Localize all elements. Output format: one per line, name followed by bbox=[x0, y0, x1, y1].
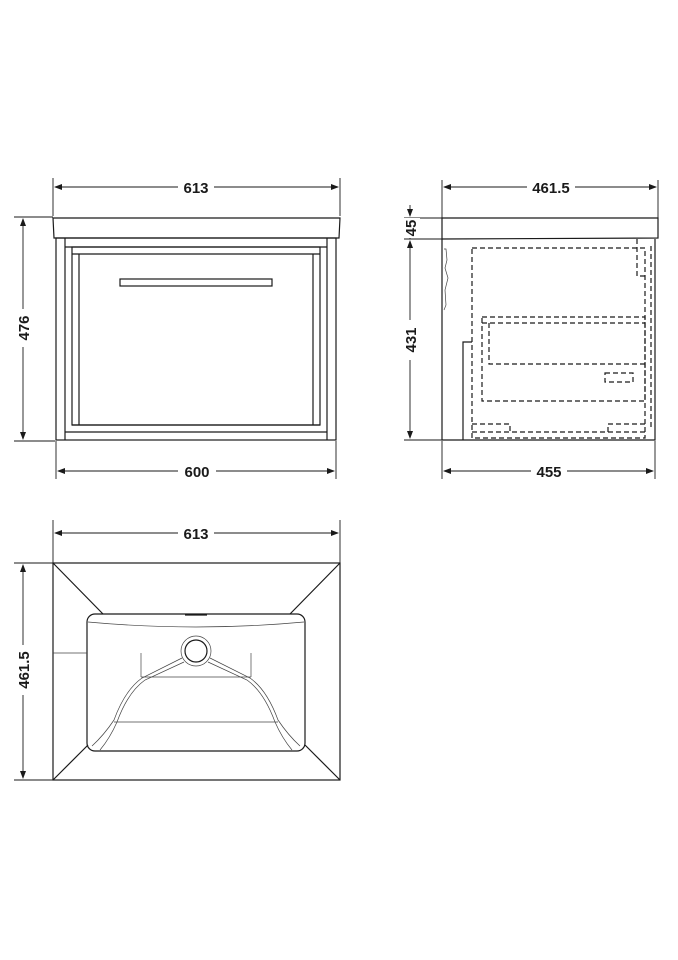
side-top-width-dimension: 461.5 bbox=[441, 177, 659, 218]
front-top-width-label: 613 bbox=[183, 180, 208, 197]
side-basin-profile bbox=[441, 217, 659, 240]
side-basin-height-dimension: 45 bbox=[402, 205, 442, 240]
side-top-width-label: 461.5 bbox=[532, 180, 570, 197]
plan-depth-label: 461.5 bbox=[16, 651, 33, 689]
plan-bowl bbox=[86, 613, 306, 752]
front-height-dimension: 476 bbox=[13, 216, 55, 442]
front-bottom-width-label: 600 bbox=[184, 464, 209, 481]
side-view: 461.5 45 431 bbox=[402, 177, 659, 481]
plan-basin-outline bbox=[52, 562, 341, 781]
drawer-handle bbox=[119, 278, 273, 287]
front-height-label: 476 bbox=[16, 315, 33, 340]
side-bottom-width-label: 455 bbox=[536, 464, 561, 481]
plan-width-dimension: 613 bbox=[52, 520, 341, 563]
side-hidden-drawer-box bbox=[471, 247, 646, 439]
side-bottom-width-dimension: 455 bbox=[441, 441, 656, 481]
front-top-width-dimension: 613 bbox=[52, 177, 341, 216]
side-cabinet-height-dimension: 431 bbox=[402, 240, 442, 441]
side-cabinet-body bbox=[441, 239, 656, 441]
tap-hole-outer bbox=[180, 635, 212, 667]
side-basin-height-label: 45 bbox=[403, 220, 420, 237]
plan-view: 613 461.5 bbox=[13, 520, 341, 781]
side-cabinet-height-label: 431 bbox=[403, 327, 420, 352]
front-drawer-panel bbox=[71, 246, 321, 426]
plan-width-label: 613 bbox=[183, 526, 208, 543]
front-bottom-width-dimension: 600 bbox=[55, 441, 337, 481]
front-basin-top bbox=[52, 217, 341, 239]
plan-depth-dimension: 461.5 bbox=[13, 562, 53, 781]
wall-bracket bbox=[443, 248, 449, 311]
side-hidden-handle bbox=[604, 372, 634, 383]
front-cabinet-body bbox=[55, 237, 337, 441]
front-view: 613 476 600 bbox=[13, 177, 341, 481]
tap-hole-icon bbox=[184, 639, 208, 663]
